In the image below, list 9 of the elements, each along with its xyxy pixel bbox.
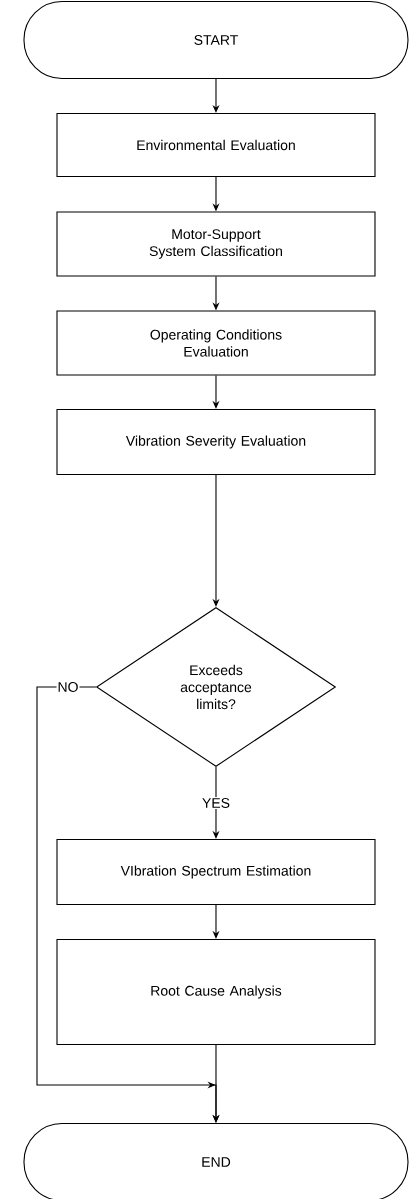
process-box: Operating Conditions Evaluation bbox=[56, 310, 376, 376]
edge-label: YES bbox=[201, 797, 231, 809]
process-box: Motor-Support System Classification bbox=[56, 211, 376, 277]
process-box: Environmental Evaluation bbox=[56, 112, 376, 178]
process-box: VIbration Spectrum Estimation bbox=[56, 838, 376, 906]
arrow bbox=[36, 686, 220, 1123]
process-box: Root Cause Analysis bbox=[56, 938, 376, 1046]
edge-label: NO bbox=[56, 681, 80, 693]
process-box: Vibration Severity Evaluation bbox=[56, 408, 376, 476]
